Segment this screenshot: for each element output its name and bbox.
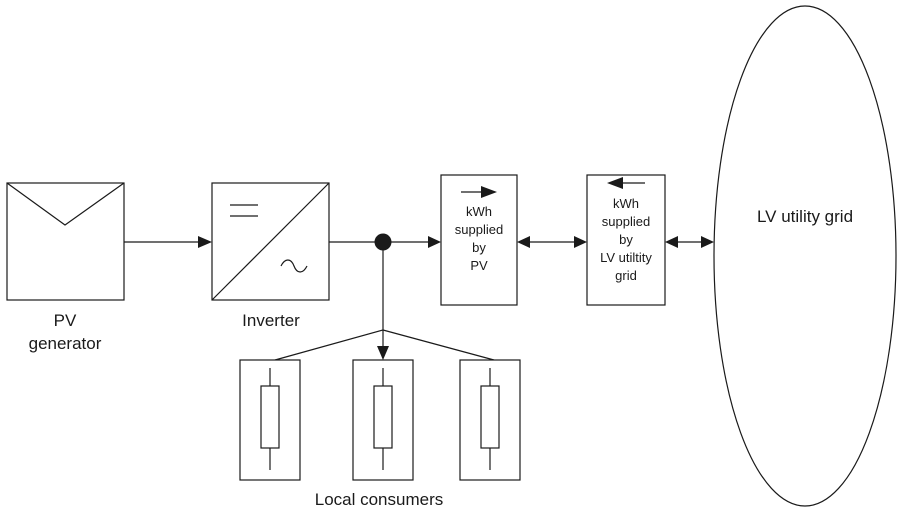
pv-panel-icon — [6, 182, 125, 226]
meter-link-double-arrow — [517, 236, 587, 248]
arrow-right-icon — [701, 236, 714, 248]
arrow-down-icon — [377, 346, 389, 360]
meter-grid: kWh supplied by LV utiltity grid — [586, 174, 666, 306]
inverter-diagonal — [211, 182, 330, 301]
meter-pv-label-line3: by — [472, 240, 486, 255]
lv-utility-grid: LV utility grid — [713, 5, 897, 507]
meter-pv-box — [440, 174, 518, 306]
pv-generator: PV generator — [6, 182, 125, 353]
meter-grid-box — [586, 174, 666, 306]
arrow-left-icon — [607, 177, 623, 189]
pv-generator-label-line2: generator — [29, 334, 102, 353]
arrow-right-icon — [428, 236, 441, 248]
meter-grid-label-line1: kWh — [613, 196, 639, 211]
lv-grid-label: LV utility grid — [757, 207, 853, 226]
dc-ac-inverter-icon — [230, 204, 308, 273]
grid-link-double-arrow — [665, 236, 714, 248]
consumer-2 — [352, 359, 414, 481]
meter-pv-label-line4: PV — [470, 258, 488, 273]
meter-grid-label-line5: grid — [615, 268, 637, 283]
consumer-branches — [274, 329, 495, 361]
inverter: Inverter — [211, 182, 330, 330]
resistor-icon — [260, 385, 280, 449]
meter-pv: kWh supplied by PV — [440, 174, 518, 306]
meter-grid-label-line4: LV utiltity — [600, 250, 652, 265]
pv-to-inverter-connector — [124, 236, 212, 248]
lv-grid-ellipse — [713, 5, 897, 507]
meter-pv-label-line1: kWh — [466, 204, 492, 219]
meter-grid-label-line2: supplied — [602, 214, 650, 229]
ac-bus — [329, 233, 441, 330]
local-consumers-label: Local consumers — [315, 490, 444, 509]
arrow-right-icon — [198, 236, 212, 248]
resistor-icon — [480, 385, 500, 449]
arrow-right-icon — [574, 236, 587, 248]
arrow-right-icon — [481, 186, 497, 198]
meter-pv-label-line2: supplied — [455, 222, 503, 237]
meter-grid-label-line3: by — [619, 232, 633, 247]
inverter-label: Inverter — [242, 311, 300, 330]
arrow-left-icon — [517, 236, 530, 248]
consumer-1 — [239, 359, 301, 481]
resistor-icon — [373, 385, 393, 449]
pv-generator-label-line1: PV — [54, 311, 77, 330]
junction-dot-icon — [374, 233, 392, 251]
local-consumers: Local consumers — [239, 359, 521, 509]
pv-generator-box — [6, 182, 125, 301]
arrow-left-icon — [665, 236, 678, 248]
consumer-3 — [459, 359, 521, 481]
